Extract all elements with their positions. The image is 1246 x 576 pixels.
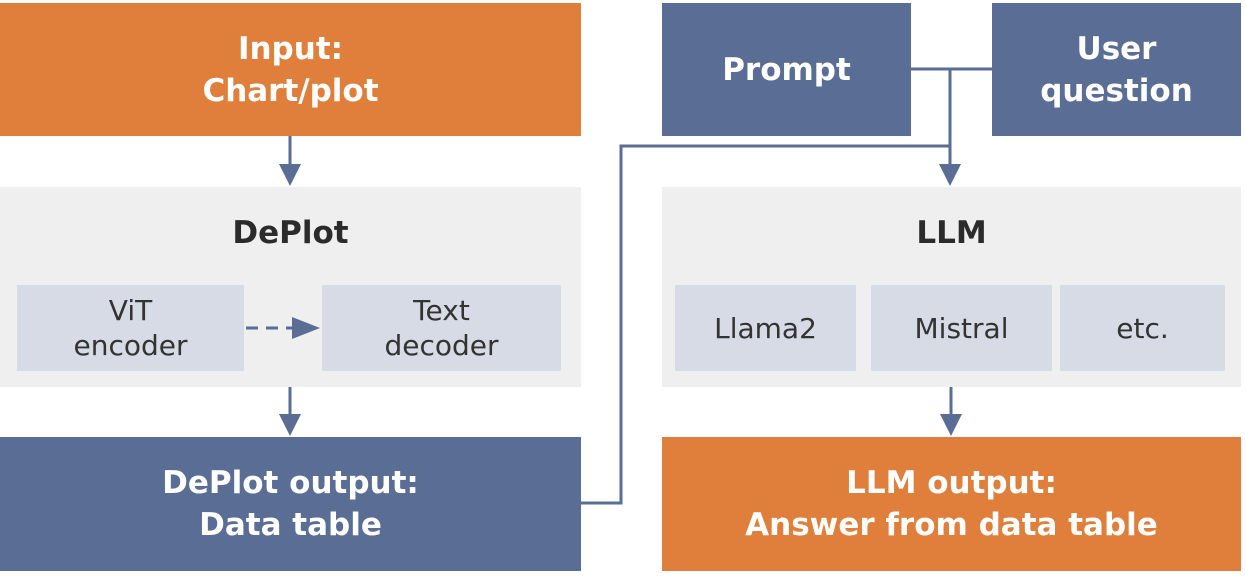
input-box-line1: Input: [237,30,344,67]
deplot-panel-title: DePlot [232,215,349,251]
arrowhead-encoder-to-decoder [292,317,320,339]
prompt-box-label: Prompt [722,51,851,88]
input-box-line2: Chart/plot [202,72,379,109]
model-label: Mistral [914,311,1009,345]
deplot-output-line2: Data table [199,507,382,543]
arrowhead-input-to-deplot [279,164,301,186]
model-box-etc: etc. [1060,285,1225,371]
deplot-output-box: DePlot output: Data table [0,437,581,571]
llm-panel: LLM Llama2 Mistral etc. [662,187,1241,387]
llm-output-line2: Answer from data table [745,507,1158,543]
arrowhead-to-llm [939,164,961,186]
model-box-llama2: Llama2 [675,285,856,371]
llm-output-box: LLM output: Answer from data table [662,437,1241,571]
llm-output-line1: LLM output: [846,465,1057,501]
vit-encoder-box: ViT encoder [17,285,244,371]
input-box: Input: Chart/plot [0,3,581,136]
text-decoder-box: Text decoder [322,285,561,371]
arrowhead-deplot-to-output [279,414,301,436]
connector-output-to-llm [581,144,950,505]
llm-panel-title: LLM [916,215,987,251]
user-question-box: User question [992,3,1241,136]
model-label: Llama2 [714,311,817,345]
model-box-mistral: Mistral [871,285,1052,371]
user-question-line2: question [1040,72,1193,109]
deplot-output-line1: DePlot output: [162,465,419,501]
user-question-line1: User [1076,30,1157,67]
vit-encoder-line1: ViT [108,294,153,327]
model-label: etc. [1116,311,1169,345]
text-decoder-line2: decoder [384,329,499,362]
arrowhead-llm-to-output [940,414,962,436]
prompt-box: Prompt [662,3,911,136]
text-decoder-line1: Text [413,294,470,327]
deplot-panel: DePlot ViT encoder Text decoder [0,187,581,387]
vit-encoder-line2: encoder [73,329,188,362]
